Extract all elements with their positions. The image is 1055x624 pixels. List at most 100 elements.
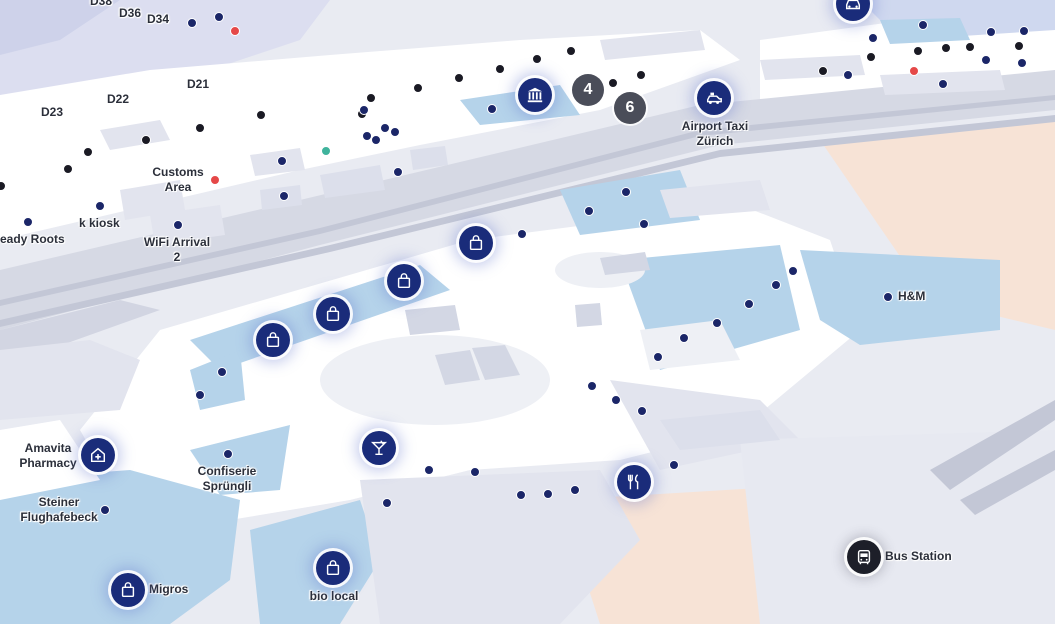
poi-dot[interactable] — [639, 219, 649, 229]
poi-dot[interactable] — [0, 181, 6, 191]
poi-dot[interactable] — [371, 135, 381, 145]
poi-dot[interactable] — [883, 292, 893, 302]
restaurant-pin[interactable] — [617, 465, 651, 499]
poi-dot[interactable] — [380, 123, 390, 133]
poi-dot[interactable] — [965, 42, 975, 52]
poi-dot[interactable] — [918, 20, 928, 30]
poi-dot[interactable] — [223, 449, 233, 459]
poi-dot[interactable] — [321, 146, 331, 156]
poi-dot[interactable] — [543, 489, 553, 499]
poi-dot[interactable] — [584, 206, 594, 216]
poi-dot[interactable] — [1014, 41, 1024, 51]
poi-dot[interactable] — [981, 55, 991, 65]
bus-station-label: Bus Station — [885, 549, 952, 563]
bus-station-pin[interactable] — [847, 540, 881, 574]
poi-dot[interactable] — [621, 187, 631, 197]
poi-dot[interactable] — [744, 299, 754, 309]
poi-dot[interactable] — [100, 505, 110, 515]
poi-dot[interactable] — [570, 485, 580, 495]
poi-dot[interactable] — [454, 73, 464, 83]
taxi-pin[interactable] — [697, 81, 731, 115]
poi-dot[interactable] — [818, 66, 828, 76]
poi-dot[interactable] — [359, 105, 369, 115]
poi-dot[interactable] — [470, 467, 480, 477]
shopping-bag-icon — [397, 273, 411, 289]
poi-dot[interactable] — [587, 381, 597, 391]
poi-dot[interactable] — [173, 220, 183, 230]
car-pin[interactable] — [836, 0, 870, 21]
poi-dot[interactable] — [487, 104, 497, 114]
migros-pin[interactable] — [111, 573, 145, 607]
k-kiosk-label: k kiosk — [79, 216, 120, 230]
poi-dot[interactable] — [986, 27, 996, 37]
museum-icon — [527, 87, 543, 103]
poi-dot[interactable] — [653, 352, 663, 362]
gate-label-d38: D38 — [90, 0, 113, 8]
cocktail-icon — [370, 440, 388, 456]
poi-dot[interactable] — [517, 229, 527, 239]
poi-dot[interactable] — [636, 70, 646, 80]
poi-dot[interactable] — [941, 43, 951, 53]
poi-dot[interactable] — [393, 167, 403, 177]
poi-dot[interactable] — [23, 217, 33, 227]
poi-dot[interactable] — [195, 390, 205, 400]
bio-local-label: bio local — [309, 589, 359, 603]
poi-dot[interactable] — [195, 123, 205, 133]
poi-dot[interactable] — [217, 367, 227, 377]
shop-pin[interactable] — [459, 226, 493, 260]
poi-dot[interactable] — [913, 46, 923, 56]
poi-dot[interactable] — [413, 83, 423, 93]
poi-dot[interactable] — [611, 395, 621, 405]
shop-pin[interactable] — [316, 297, 350, 331]
poi-dot[interactable] — [868, 33, 878, 43]
poi-dot[interactable] — [95, 201, 105, 211]
poi-dot[interactable] — [1017, 58, 1027, 68]
gate-label-d23: D23 — [41, 105, 64, 119]
poi-dot[interactable] — [669, 460, 679, 470]
poi-dot[interactable] — [495, 64, 505, 74]
poi-dot[interactable] — [532, 54, 542, 64]
pharmacy-icon — [90, 447, 106, 463]
bio-local-pin[interactable] — [316, 551, 350, 585]
migros-label: Migros — [149, 582, 189, 596]
bar-pin[interactable] — [362, 431, 396, 465]
poi-dot[interactable] — [366, 93, 376, 103]
poi-dot[interactable] — [382, 498, 392, 508]
poi-dot[interactable] — [938, 79, 948, 89]
poi-dot[interactable] — [1019, 26, 1029, 36]
poi-dot[interactable] — [637, 406, 647, 416]
poi-dot[interactable] — [516, 490, 526, 500]
poi-dot[interactable] — [63, 164, 73, 174]
shop-pin[interactable] — [387, 264, 421, 298]
poi-dot[interactable] — [141, 135, 151, 145]
shopping-bag-icon — [121, 582, 135, 598]
museum-pin[interactable] — [518, 78, 552, 112]
poi-dot[interactable] — [256, 110, 266, 120]
cluster-6[interactable]: 6 — [614, 92, 646, 124]
poi-dot[interactable] — [83, 147, 93, 157]
poi-dot[interactable] — [866, 52, 876, 62]
poi-dot[interactable] — [210, 175, 220, 185]
gate-label-d36: D36 — [119, 6, 142, 20]
poi-dot[interactable] — [279, 191, 289, 201]
poi-dot[interactable] — [712, 318, 722, 328]
pharmacy-pin[interactable] — [81, 438, 115, 472]
poi-dot[interactable] — [214, 12, 224, 22]
poi-dot[interactable] — [608, 78, 618, 88]
poi-dot[interactable] — [843, 70, 853, 80]
poi-dot[interactable] — [788, 266, 798, 276]
poi-dot[interactable] — [277, 156, 287, 166]
car-icon — [845, 0, 861, 10]
poi-dot[interactable] — [771, 280, 781, 290]
shopping-bag-icon — [326, 560, 340, 576]
poi-dot[interactable] — [390, 127, 400, 137]
poi-dot[interactable] — [909, 66, 919, 76]
poi-dot[interactable] — [187, 18, 197, 28]
poi-dot[interactable] — [566, 46, 576, 56]
cluster-4[interactable]: 4 — [572, 74, 604, 106]
poi-dot[interactable] — [424, 465, 434, 475]
poi-dot[interactable] — [230, 26, 240, 36]
poi-dot[interactable] — [679, 333, 689, 343]
shop-pin[interactable] — [256, 323, 290, 357]
